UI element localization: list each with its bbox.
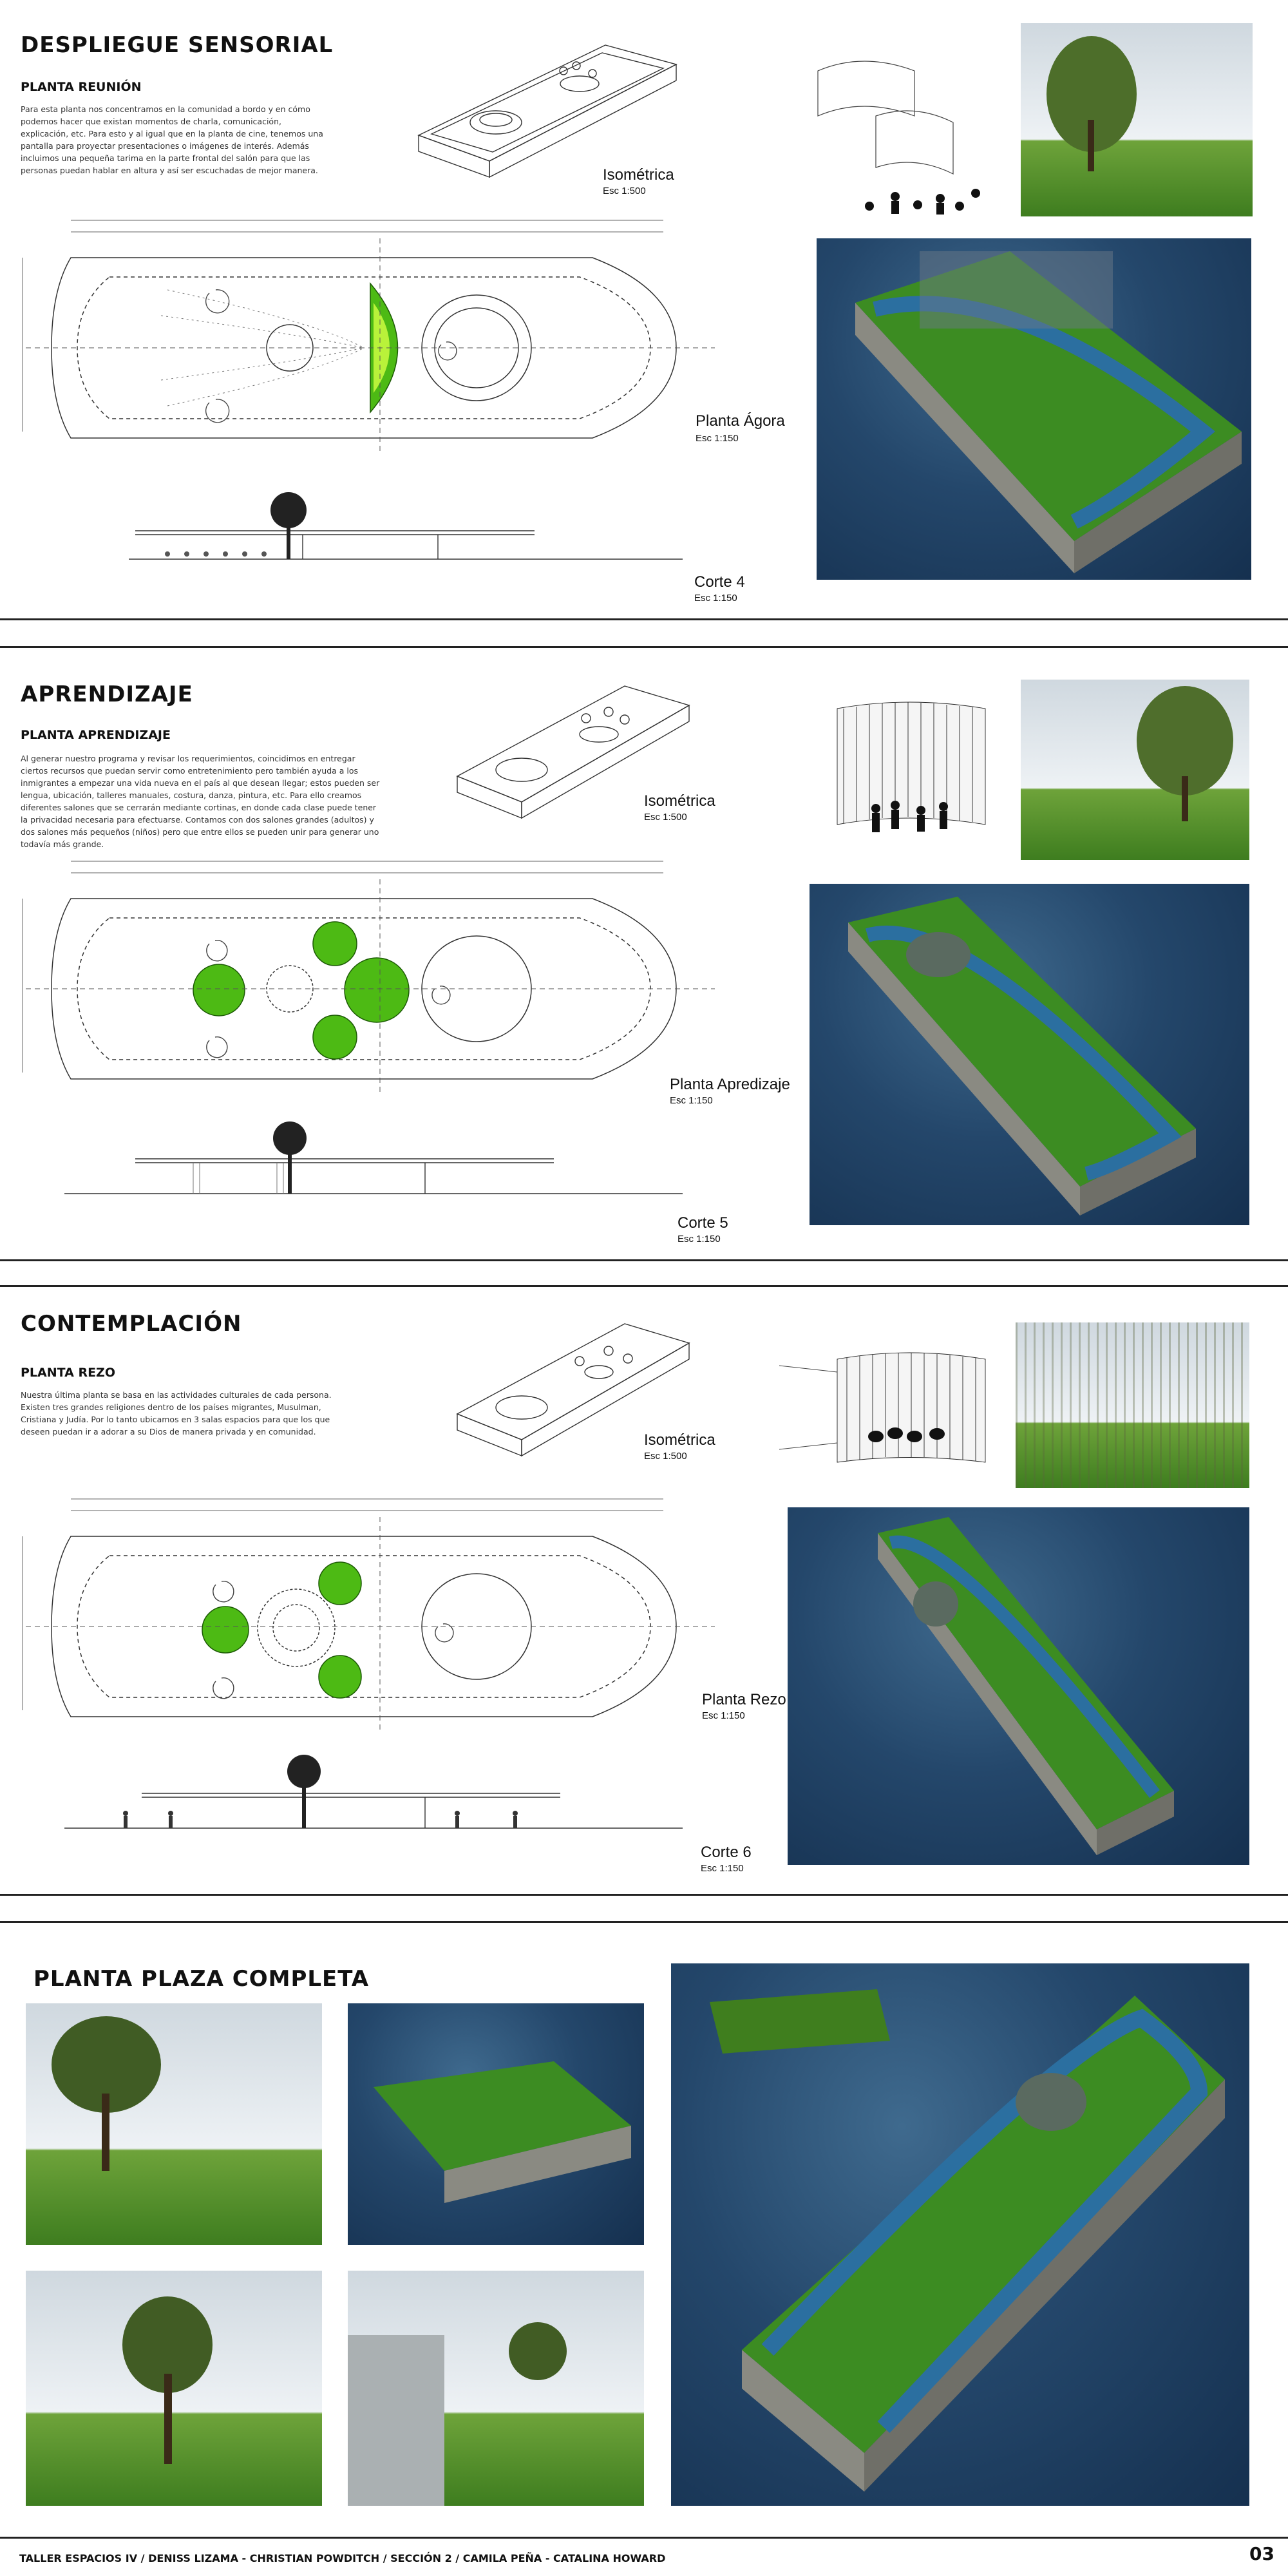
render-aerial-agora xyxy=(817,238,1251,580)
iso-scale: Esc 1:500 xyxy=(644,1451,687,1462)
section-divider xyxy=(0,646,1288,648)
sketch-prayer-image xyxy=(779,1352,986,1463)
render-plaza-lamps xyxy=(26,2271,322,2506)
section-subtitle: PLANTA APRENDIZAJE xyxy=(21,728,171,742)
render-plaza-tree xyxy=(26,2003,322,2245)
section-description: Para esta planta nos concentramos en la … xyxy=(21,104,323,175)
render-plaza-curved-wall xyxy=(348,2271,644,2506)
plaza-title: PLANTA PLAZA COMPLETA xyxy=(33,1966,370,1992)
section-description: Al generar nuestro programa y revisar lo… xyxy=(21,754,380,849)
render-prayer-room xyxy=(1016,1322,1249,1488)
cut-label: Corte 6 xyxy=(701,1844,752,1861)
iso-scale: Esc 1:500 xyxy=(603,186,646,196)
section-divider xyxy=(0,1894,1288,1896)
floor-plan-drawing xyxy=(22,861,715,1092)
cut-label: Corte 5 xyxy=(677,1214,728,1232)
section-subtitle: PLANTA REZO xyxy=(21,1366,115,1380)
render-plaza-aerial xyxy=(671,1963,1249,2506)
cut-scale: Esc 1:150 xyxy=(694,593,737,604)
cut-scale: Esc 1:150 xyxy=(701,1863,744,1874)
section-cut-drawing xyxy=(129,492,683,560)
plan-scale: Esc 1:150 xyxy=(696,433,739,444)
render-plaza-boat-perspective xyxy=(348,2003,644,2245)
plan-label: Planta Ágora xyxy=(696,412,785,430)
footer-credits: TALLER ESPACIOS IV / DENISS LIZAMA - CHR… xyxy=(19,2552,666,2564)
isometric-drawing xyxy=(417,44,677,178)
section-subtitle: PLANTA REUNIÓN xyxy=(21,80,142,94)
section-divider xyxy=(0,1285,1288,1287)
section-cut-drawing xyxy=(64,1121,683,1194)
section-title: DESPLIEGUE SENSORIAL xyxy=(21,32,334,58)
iso-scale: Esc 1:500 xyxy=(644,812,687,823)
iso-label: Isométrica xyxy=(644,1431,715,1449)
floor-plan-drawing xyxy=(22,220,715,451)
plan-label: Planta Apredizaje xyxy=(670,1076,790,1093)
floor-plan-drawing xyxy=(22,1498,715,1730)
sketch-curtain-image xyxy=(837,701,986,832)
section-title: CONTEMPLACIÓN xyxy=(21,1311,242,1337)
section-title: APRENDIZAJE xyxy=(21,682,193,707)
section-divider xyxy=(0,1921,1288,1923)
render-tree-deck xyxy=(1021,23,1253,216)
render-aerial-aprendizaje xyxy=(810,884,1249,1225)
isometric-drawing xyxy=(456,685,690,819)
render-classroom-tree xyxy=(1021,680,1249,860)
plan-scale: Esc 1:150 xyxy=(670,1095,713,1106)
section-divider xyxy=(0,1259,1288,1261)
section-cut-drawing xyxy=(64,1755,683,1829)
footer-divider xyxy=(0,2537,1288,2539)
isometric-drawing xyxy=(456,1323,690,1457)
cut-label: Corte 4 xyxy=(694,573,745,591)
render-aerial-rezo xyxy=(788,1507,1249,1865)
section-divider xyxy=(0,618,1288,620)
section-description: Nuestra última planta se basa en las act… xyxy=(21,1390,332,1436)
iso-label: Isométrica xyxy=(603,166,674,184)
plan-label: Planta Rezo xyxy=(702,1691,786,1708)
cut-scale: Esc 1:150 xyxy=(677,1234,721,1245)
page-number: 03 xyxy=(1249,2543,1274,2564)
plan-scale: Esc 1:150 xyxy=(702,1710,745,1721)
iso-label: Isométrica xyxy=(644,792,715,810)
sketch-people-image xyxy=(817,61,980,215)
